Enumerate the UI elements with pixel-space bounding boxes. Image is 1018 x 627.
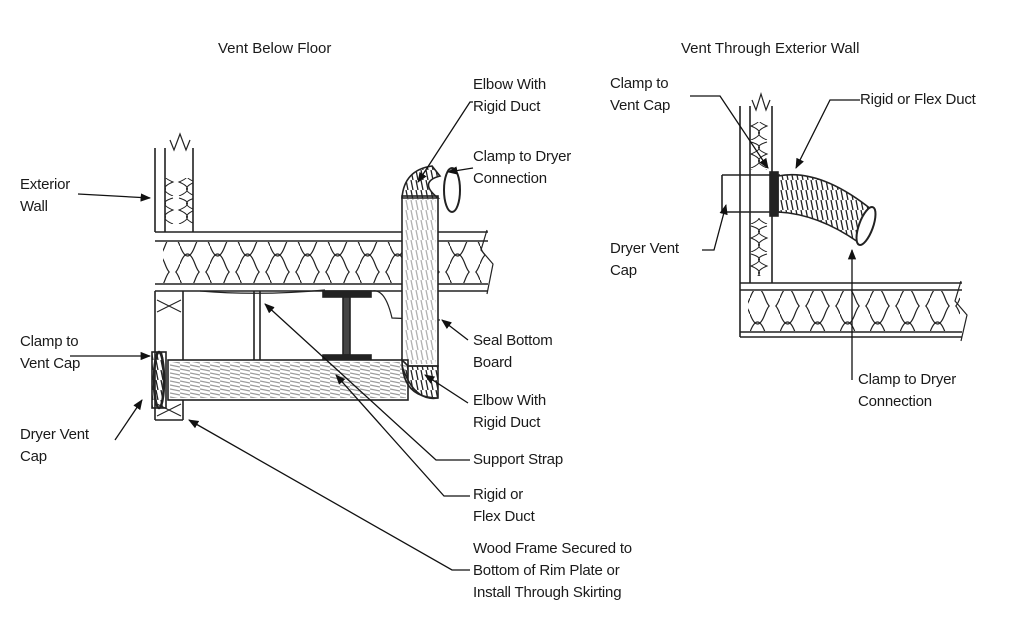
title-vent-through-exterior-wall: Vent Through Exterior Wall (681, 40, 860, 57)
right-structure (721, 91, 968, 342)
label-dryer-vent-cap-right: Dryer Vent Cap (610, 240, 679, 279)
label-wood-frame: Wood Frame Secured to Bottom of Rim Plat… (473, 540, 632, 601)
left-leaders (70, 101, 474, 571)
label-elbow-rigid-duct-top: Elbow With Rigid Duct (473, 76, 547, 115)
label-elbow-rigid-duct-bottom: Elbow With Rigid Duct (473, 392, 547, 431)
label-rigid-or-flex-duct-left: Rigid or Flex Duct (473, 486, 535, 525)
title-vent-below-floor: Vent Below Floor (218, 40, 332, 57)
label-clamp-to-dryer-connection-right: Clamp to Dryer Connection (858, 371, 957, 410)
label-exterior-wall: Exterior Wall (20, 176, 71, 215)
label-clamp-to-vent-cap-left: Clamp to Vent Cap (20, 333, 81, 372)
label-rigid-or-flex-duct-right: Rigid or Flex Duct (860, 91, 976, 108)
label-seal-bottom-board: Seal Bottom Board (473, 332, 553, 371)
label-clamp-to-dryer-connection-left: Clamp to Dryer Connection (473, 148, 572, 187)
right-leaders (690, 95, 860, 380)
right-duct (769, 171, 877, 246)
label-dryer-vent-cap-left: Dryer Vent Cap (20, 426, 89, 465)
left-duct (151, 165, 461, 410)
label-support-strap: Support Strap (473, 451, 563, 468)
label-clamp-to-vent-cap-right: Clamp to Vent Cap (610, 75, 671, 114)
